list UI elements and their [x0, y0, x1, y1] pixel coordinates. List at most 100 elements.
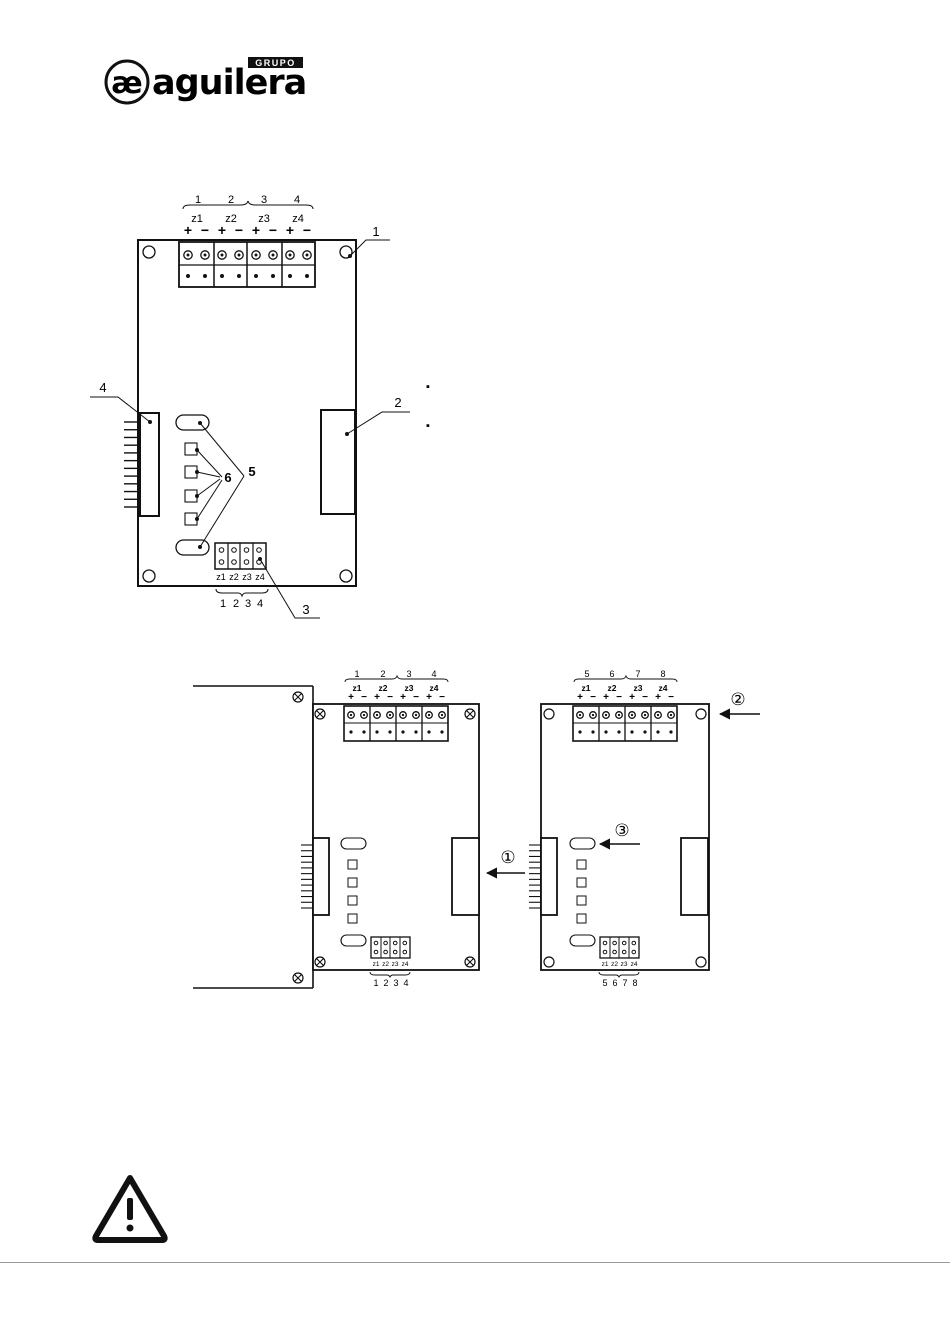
- expansion-connector-left: [124, 413, 159, 516]
- step-1-arrow: ①: [487, 848, 525, 873]
- zone-board-installed: 1 2 3 4 z1 z2 z3 z4 +−+−+−+−: [301, 669, 479, 988]
- jumper-label: z2: [229, 572, 239, 582]
- terminal-wire-hole: [237, 274, 241, 278]
- callout-label: 1: [372, 224, 379, 239]
- terminal-wire-hole: [643, 730, 646, 733]
- terminal-screw-center: [631, 714, 633, 716]
- zone-number: 5: [584, 669, 589, 679]
- terminal-screw-center: [238, 254, 241, 257]
- polarity-mark: +: [603, 692, 609, 703]
- terminal-screw-center: [670, 714, 672, 716]
- terminal-screw-center: [618, 714, 620, 716]
- jumper-label: z1: [373, 961, 380, 968]
- connector-pins: [301, 845, 313, 908]
- jumper-brace: [216, 589, 268, 596]
- terminal-screw-center: [415, 714, 417, 716]
- terminal-wire-hole: [186, 274, 190, 278]
- polarity-mark: +: [426, 692, 432, 703]
- expansion-connector-right: [321, 410, 355, 514]
- polarity-mark: −: [387, 692, 393, 703]
- step-marker: ③: [614, 821, 629, 840]
- zone-board-main: 1 2 3 4 z1 z2 z3 z4 +−+−+−+−: [124, 194, 356, 610]
- housing-screw: [293, 692, 303, 702]
- jumper-number: 3: [245, 598, 251, 610]
- terminal-wire-hole: [203, 274, 207, 278]
- jumper-label: z1: [216, 572, 226, 582]
- expansion-connector-right: [681, 838, 708, 915]
- terminal-screw-center: [204, 254, 207, 257]
- jumper-number: 2: [233, 598, 239, 610]
- led-oval-bottom: [176, 540, 209, 555]
- terminal-screw-center: [657, 714, 659, 716]
- zone-number: 8: [660, 669, 665, 679]
- polarity-mark: −: [439, 692, 445, 703]
- led-oval-top: [341, 838, 366, 849]
- jumper-brace: [599, 972, 639, 977]
- polarity-mark: −: [413, 692, 419, 703]
- polarity-mark: +: [252, 222, 260, 238]
- zone-number: 7: [635, 669, 640, 679]
- terminal-wire-hole: [388, 730, 391, 733]
- terminal-wire-hole: [630, 730, 633, 733]
- terminal-screw-center: [592, 714, 594, 716]
- terminal-wire-hole: [362, 730, 365, 733]
- polarity-mark: −: [201, 222, 209, 238]
- expansion-connector-left: [529, 838, 557, 915]
- terminal-screw-center: [605, 714, 607, 716]
- expansion-connector-right: [452, 838, 479, 915]
- terminal-screw-center: [306, 254, 309, 257]
- terminal-screw-center: [644, 714, 646, 716]
- terminal-screw-center: [272, 254, 275, 257]
- callout-label: 5: [248, 464, 255, 479]
- jumper-label-row: z1 z2 z3 z4: [602, 961, 638, 968]
- jumper-brace: [370, 972, 410, 977]
- callout-label: 4: [99, 380, 106, 395]
- polarity-mark: +: [577, 692, 583, 703]
- terminal-wire-hole: [305, 274, 309, 278]
- bullet: ▪: [426, 381, 430, 393]
- terminal-wire-hole: [440, 730, 443, 733]
- terminal-wire-hole: [401, 730, 404, 733]
- housing-screw: [293, 973, 303, 983]
- step-marker: ①: [500, 848, 515, 867]
- led-oval-bottom: [570, 935, 595, 946]
- polarity-mark: −: [361, 692, 367, 703]
- terminal-wire-hole: [604, 730, 607, 733]
- jumper-number: 6: [612, 978, 617, 988]
- terminal-wire-hole: [254, 274, 258, 278]
- polarity-mark: −: [269, 222, 277, 238]
- jumper-label: z3: [621, 961, 628, 968]
- bullet: ▪: [426, 420, 430, 432]
- terminal-wire-hole: [414, 730, 417, 733]
- jumper-number-row: 1 2 3 4: [373, 978, 408, 988]
- polarity-mark: +: [655, 692, 661, 703]
- terminal-wire-hole: [288, 274, 292, 278]
- terminal-screw-center: [187, 254, 190, 257]
- jumper-number-row: 5 6 7 8: [602, 978, 637, 988]
- zone-number: 4: [294, 194, 300, 206]
- polarity-mark: +: [400, 692, 406, 703]
- polarity-mark: +: [184, 222, 192, 238]
- polarity-mark: +: [374, 692, 380, 703]
- jumper-label: z2: [382, 961, 389, 968]
- zone-number: 1: [195, 194, 201, 206]
- jumper-number: 1: [220, 598, 226, 610]
- terminal-screw-center: [389, 714, 391, 716]
- led-oval-top: [570, 838, 595, 849]
- polarity-row: +−+−+−+−: [348, 692, 445, 703]
- terminal-wire-hole: [220, 274, 224, 278]
- zone-number-row: 1 2 3 4: [354, 669, 436, 679]
- terminal-wire-hole: [617, 730, 620, 733]
- polarity-mark: +: [286, 222, 294, 238]
- jumper-number: 2: [383, 978, 388, 988]
- jumper-number: 4: [257, 598, 263, 610]
- polarity-mark: −: [616, 692, 622, 703]
- polarity-mark: −: [642, 692, 648, 703]
- polarity-row: +−+−+−+−: [184, 222, 311, 238]
- zone-number: 4: [431, 669, 436, 679]
- callout-label: 2: [394, 395, 401, 410]
- jumper-number: 5: [602, 978, 607, 988]
- step-marker: ②: [730, 690, 745, 709]
- terminal-screw-center: [350, 714, 352, 716]
